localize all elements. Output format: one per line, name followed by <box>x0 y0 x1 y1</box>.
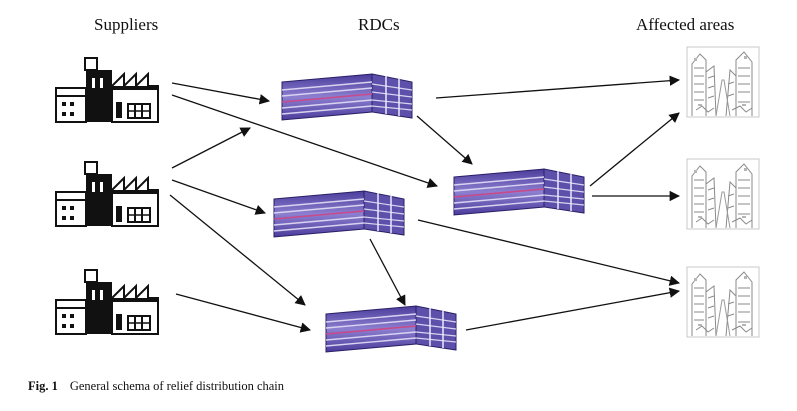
edge-rdc-1-rdc-2 <box>416 115 473 165</box>
edge-rdc-4-area-3 <box>465 287 681 331</box>
caption-label: Fig. 1 <box>28 379 58 393</box>
suppliers-column <box>55 57 159 335</box>
damaged-city-icon <box>686 266 760 338</box>
edge-rdc-3-area-3 <box>417 219 681 286</box>
damaged-city-icon <box>686 46 760 118</box>
warehouse-icon <box>325 305 457 353</box>
affected-areas-header: Affected areas <box>636 15 734 34</box>
edge-rdc-3-rdc-4 <box>369 238 406 306</box>
edge-supplier-2-rdc-3 <box>171 179 266 215</box>
edge-supplier-2-rdc-4 <box>169 194 306 306</box>
caption-text: General schema of relief distribution ch… <box>70 379 285 393</box>
factory-icon <box>55 161 159 227</box>
factory-icon <box>55 269 159 335</box>
warehouse-icon <box>453 168 585 216</box>
edge-rdc-1-area-1 <box>435 75 681 99</box>
edge-supplier-2-rdc-1 <box>171 127 251 169</box>
edge-supplier-1-rdc-2 <box>171 94 438 188</box>
edge-rdc-2-area-1 <box>589 112 680 187</box>
warehouse-icon <box>281 73 413 121</box>
rdcs-header: RDCs <box>358 15 400 34</box>
damaged-city-icon <box>686 158 760 230</box>
edge-supplier-3-rdc-4 <box>175 293 312 333</box>
flow-arrows <box>169 75 681 333</box>
affected-areas-column <box>686 46 760 338</box>
rdcs-column <box>273 73 585 353</box>
suppliers-header: Suppliers <box>94 15 158 34</box>
figure-caption: Fig. 1 General schema of relief distribu… <box>28 377 285 394</box>
edge-supplier-1-rdc-1 <box>171 82 271 105</box>
factory-icon <box>55 57 159 123</box>
warehouse-icon <box>273 190 405 238</box>
